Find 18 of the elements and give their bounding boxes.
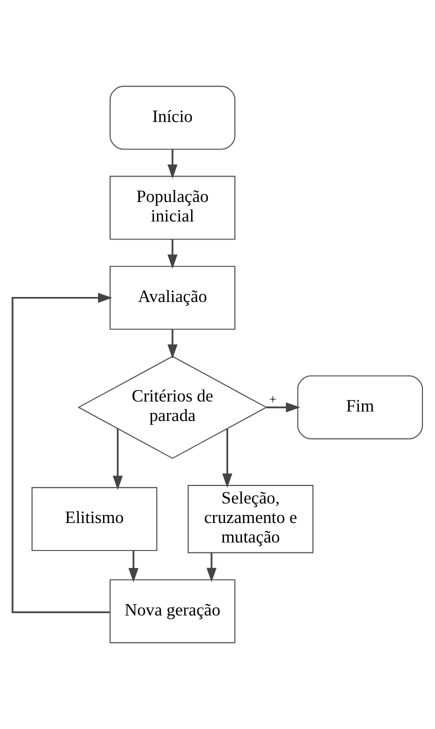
- node-box: Elitismo: [32, 487, 158, 552]
- arrow: [167, 329, 178, 359]
- arrow: [167, 149, 178, 179]
- arrow: [128, 550, 138, 582]
- arrow: [206, 552, 217, 582]
- edge-label: +: [269, 392, 276, 407]
- arrow: [167, 239, 178, 269]
- arrow: [266, 402, 300, 412]
- node-box: População inicial: [110, 176, 236, 240]
- arrow: [222, 428, 232, 488]
- arrow: [112, 428, 123, 490]
- node-diamond: Critérios de parada: [78, 356, 268, 459]
- node-box: Nova geração: [110, 579, 236, 644]
- node-box: Início: [110, 86, 236, 150]
- node-box: Avaliação: [110, 266, 236, 330]
- node-box: Fim: [297, 375, 423, 440]
- arrow: [12, 292, 112, 614]
- node-box: Seleção, cruzamento e mutação: [188, 484, 314, 554]
